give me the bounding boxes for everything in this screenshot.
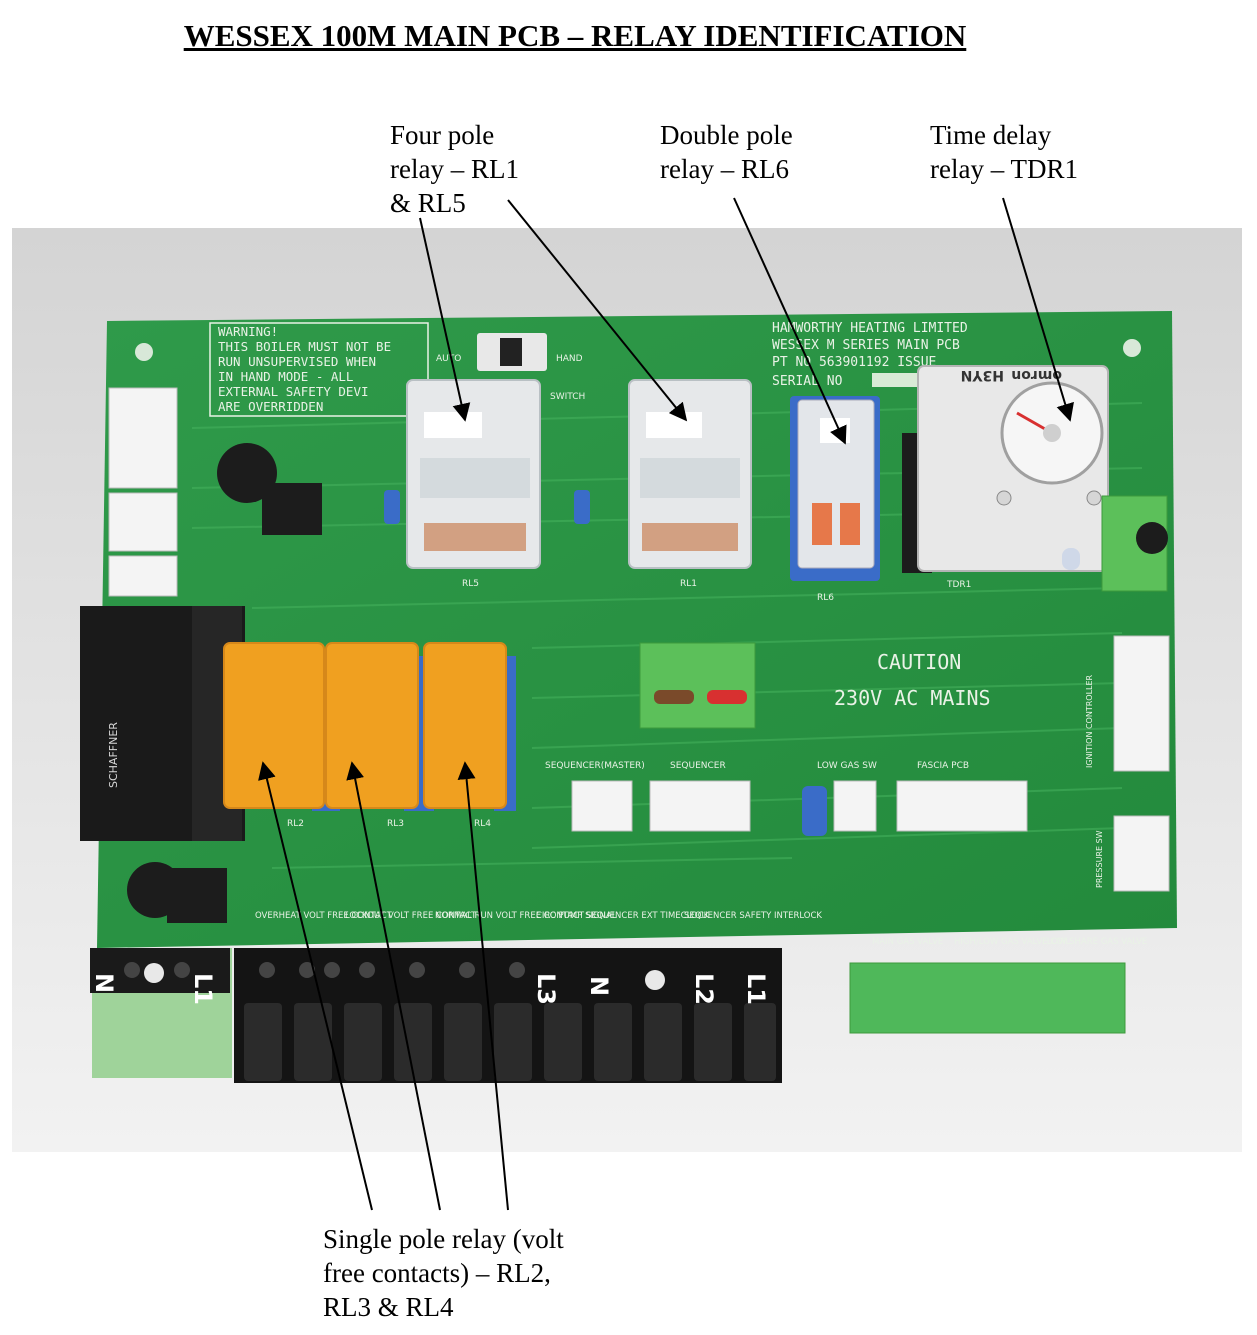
relay-ref-rl3: RL3 [387, 819, 404, 829]
sequencer-connector [649, 780, 751, 832]
pressure-label: PRESSURE SW [1095, 830, 1104, 888]
led [1062, 548, 1080, 570]
terminal-label: FLOW SHARE GAS VALVE [1042, 937, 1147, 947]
ignition-connector [1113, 635, 1170, 772]
pcb-photo: WARNING! THIS BOILER MUST NOT BE RUN UNS… [12, 228, 1242, 1152]
warning-text: WARNING! THIS BOILER MUST NOT BE RUN UNS… [218, 324, 391, 414]
callout-time-delay: Time delay relay – TDR1 [930, 118, 1078, 186]
terminal-label: MAIN GAS VALVE [872, 937, 943, 947]
relay-ref-rl1: RL1 [680, 579, 697, 589]
warning-line: IN HAND MODE - ALL [218, 369, 353, 384]
terminal-left-n: N [90, 973, 118, 993]
label-fascia-pcb: FASCIA PCB [917, 761, 969, 771]
callout-line: relay – RL1 [390, 154, 519, 184]
warning-line: ARE OVERRIDDEN [218, 399, 323, 414]
left-connectors [108, 387, 178, 597]
label-sequencer: SEQUENCER [670, 761, 726, 771]
warning-line: WARNING! [218, 324, 278, 339]
terminal-right-l2: L2 [690, 973, 718, 1005]
sequencer-master-connector [571, 780, 633, 832]
callout-line: Single pole relay (volt [323, 1224, 564, 1254]
relay-ref-tdr1: TDR1 [946, 580, 971, 590]
maker-line: PT NO 563901192 ISSUE [772, 355, 936, 370]
callout-line: Time delay [930, 120, 1052, 150]
ignition-label: IGNITION CONTROLLER [1085, 674, 1094, 768]
relay-rl4 [423, 642, 516, 811]
label-low-gas-sw: LOW GAS SW [817, 761, 877, 771]
terminal-label: SEQUENCER EXT TIMECLOCK [586, 911, 710, 921]
terminal-left-l1: L1 [189, 973, 217, 1005]
relay-rl2 [223, 642, 340, 811]
callout-line: Double pole [660, 120, 793, 150]
terminal-label: SEQUENCER SAFETY INTERLOCK [684, 911, 822, 921]
relay-ref-rl6: RL6 [817, 593, 834, 603]
callout-line: RL3 & RL4 [323, 1292, 454, 1322]
relay-tdr1 [902, 365, 1109, 573]
fuse-holder-base [262, 483, 322, 535]
relay-ref-rl4: RL4 [474, 819, 491, 829]
maker-line: SERIAL NO [772, 374, 843, 389]
page-title: WESSEX 100M MAIN PCB – RELAY IDENTIFICAT… [183, 18, 967, 53]
mounting-holes [135, 339, 1141, 361]
terminal-right-l3: L3 [532, 973, 560, 1005]
callout-four-pole: Four pole relay – RL1 & RL5 [390, 118, 519, 220]
right-bottom-labels: MAIN GAS VALVE HIGH/LOW GAS VALVE COIL F… [872, 937, 1147, 947]
switch-label-auto: AUTO [436, 354, 461, 364]
transformer-brand: SCHAFFNER [107, 722, 120, 788]
capacitor [802, 786, 827, 836]
callout-line: free contacts) – RL2, [323, 1258, 551, 1288]
timer-brand: omron [1011, 367, 1062, 383]
terminal-right-l1: L1 [742, 973, 770, 1005]
bottom-terminal-labels: OVERHEAT VOLT FREE CONTACT LOCKOUT VOLT … [255, 911, 822, 921]
center-terminal-blocks [639, 642, 756, 729]
terminal-strip [90, 948, 782, 1083]
warning-line: EXTERNAL SAFETY DEVI [218, 384, 369, 399]
maker-line: HAMWORTHY HEATING LIMITED [772, 321, 968, 336]
caution-mains: 230V AC MAINS [834, 686, 991, 710]
callout-line: & RL5 [390, 188, 466, 218]
warning-line: RUN UNSUPERVISED WHEN [218, 354, 376, 369]
callout-line: relay – TDR1 [930, 154, 1078, 184]
mode-switch-knob [500, 338, 522, 366]
pressure-connector [1113, 815, 1170, 892]
connector-screw [1136, 522, 1168, 554]
relay-rl5 [406, 379, 541, 569]
transformer: SCHAFFNER [80, 606, 245, 841]
terminal-right-n: N [585, 976, 613, 996]
relay-ref-rl2: RL2 [287, 819, 304, 829]
label-sequencer-master: SEQUENCER(MASTER) [545, 761, 645, 771]
capacitor [384, 490, 400, 524]
terminal-label: HIGH/LOW GAS VALVE COIL [954, 937, 1070, 947]
timer-model: H3YN [961, 367, 1004, 383]
gas-valve-terminal-strip [849, 962, 1126, 1034]
terminal-label: CIRC PUMP SIGNAL [536, 911, 617, 921]
fascia-connector [896, 780, 1028, 832]
switch-label: SWITCH [550, 392, 585, 402]
relay-rl1 [628, 379, 752, 569]
relay-rl6 [790, 396, 880, 581]
switch-label-hand: HAND [556, 354, 583, 364]
capacitor [574, 490, 590, 524]
warning-line: THIS BOILER MUST NOT BE [218, 339, 391, 354]
callout-line: relay – RL6 [660, 154, 789, 184]
fuse-holder-bottom-base [167, 868, 227, 923]
relay-ref-rl5: RL5 [462, 579, 479, 589]
callout-single-pole: Single pole relay (volt free contacts) –… [323, 1222, 564, 1324]
callout-double-pole: Double pole relay – RL6 [660, 118, 793, 186]
caution-heading: CAUTION [877, 650, 961, 674]
callout-line: Four pole [390, 120, 495, 150]
relay-rl3 [325, 642, 434, 811]
maker-line: WESSEX M SERIES MAIN PCB [772, 338, 960, 353]
terminal-label: NORMAL RUN VOLT FREE CONTACT [435, 911, 585, 921]
low-gas-connector [833, 780, 877, 832]
